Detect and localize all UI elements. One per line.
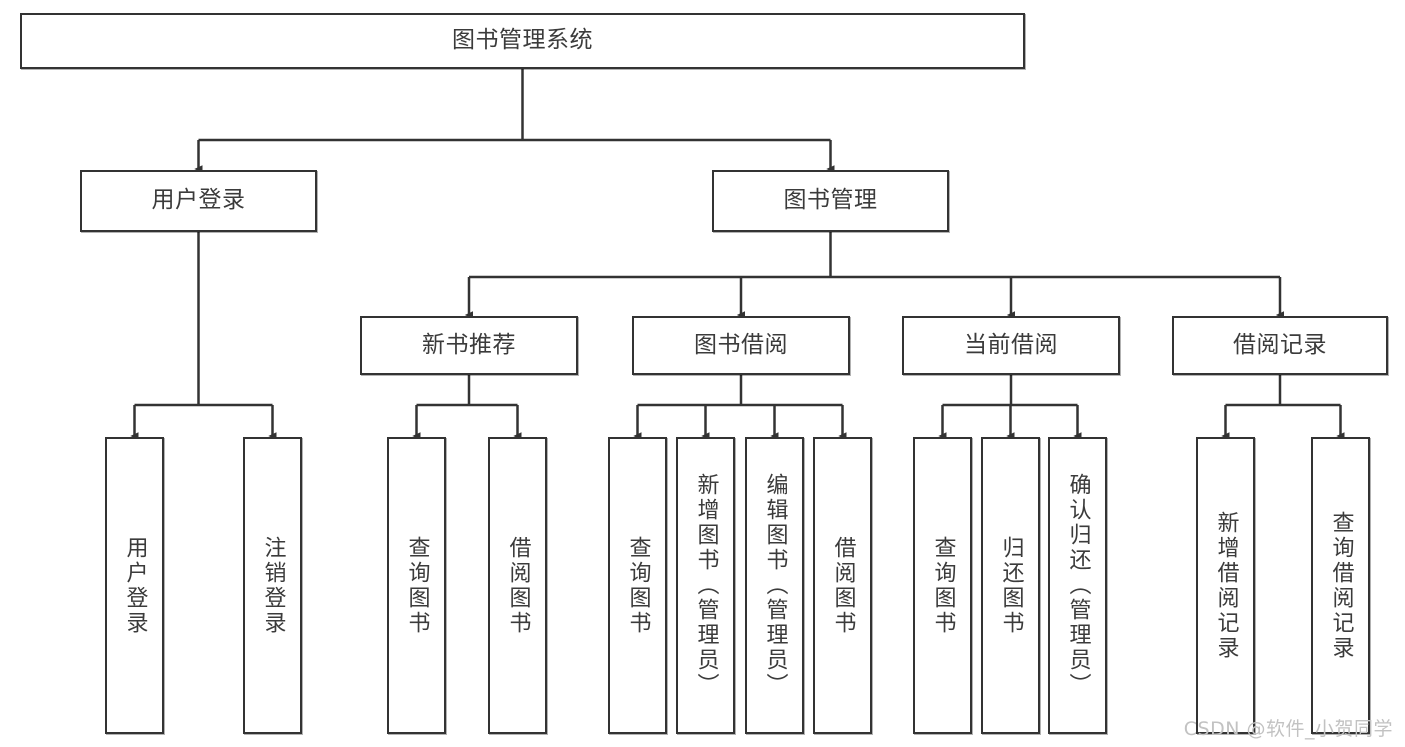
node-label: 当前借阅 [964, 331, 1058, 358]
node-label: 用户登录 [151, 187, 246, 214]
node-records[interactable]: 借阅记录 [1172, 316, 1388, 375]
node-current[interactable]: 当前借阅 [902, 316, 1120, 375]
node-label: 图书管理 [783, 187, 878, 214]
node-label: 图书管理系统 [452, 27, 593, 54]
node-l6[interactable]: 新增图书（管理员） [676, 437, 735, 734]
node-label: 新增图书（管理员） [693, 473, 719, 698]
node-l3[interactable]: 查询图书 [387, 437, 446, 734]
node-label: 查询图书 [930, 535, 956, 636]
node-label: 借阅图书 [505, 535, 531, 636]
node-l11[interactable]: 确认归还（管理员） [1048, 437, 1107, 734]
node-l2[interactable]: 注销登录 [243, 437, 302, 734]
node-label: 借阅记录 [1233, 331, 1327, 358]
node-label: 新书推荐 [422, 331, 516, 358]
node-l5[interactable]: 查询图书 [608, 437, 667, 734]
node-label: 新增借阅记录 [1213, 510, 1239, 661]
node-l4[interactable]: 借阅图书 [488, 437, 547, 734]
node-label: 查询借阅记录 [1328, 510, 1354, 661]
node-login[interactable]: 用户登录 [80, 170, 317, 232]
node-label: 查询图书 [404, 535, 430, 636]
node-label: 确认归还（管理员） [1065, 473, 1091, 698]
node-root[interactable]: 图书管理系统 [20, 13, 1025, 69]
node-newbook[interactable]: 新书推荐 [360, 316, 578, 375]
node-l9[interactable]: 查询图书 [913, 437, 972, 734]
watermark-label: CSDN @软件_小贺同学 [1183, 718, 1393, 740]
node-l1[interactable]: 用户登录 [105, 437, 164, 734]
node-bookmgmt[interactable]: 图书管理 [712, 170, 949, 232]
node-label: 借阅图书 [830, 535, 856, 636]
node-l12[interactable]: 新增借阅记录 [1196, 437, 1255, 734]
node-label: 用户登录 [122, 535, 148, 636]
node-l8[interactable]: 借阅图书 [813, 437, 872, 734]
node-l10[interactable]: 归还图书 [981, 437, 1040, 734]
node-label: 查询图书 [625, 535, 651, 636]
node-label: 注销登录 [260, 535, 286, 636]
node-l13[interactable]: 查询借阅记录 [1311, 437, 1370, 734]
edge-lines [130, 69, 1345, 440]
node-label: 归还图书 [998, 535, 1024, 636]
node-label: 编辑图书（管理员） [762, 473, 788, 698]
node-label: 图书借阅 [694, 331, 788, 358]
node-borrow[interactable]: 图书借阅 [632, 316, 850, 375]
node-l7[interactable]: 编辑图书（管理员） [745, 437, 804, 734]
